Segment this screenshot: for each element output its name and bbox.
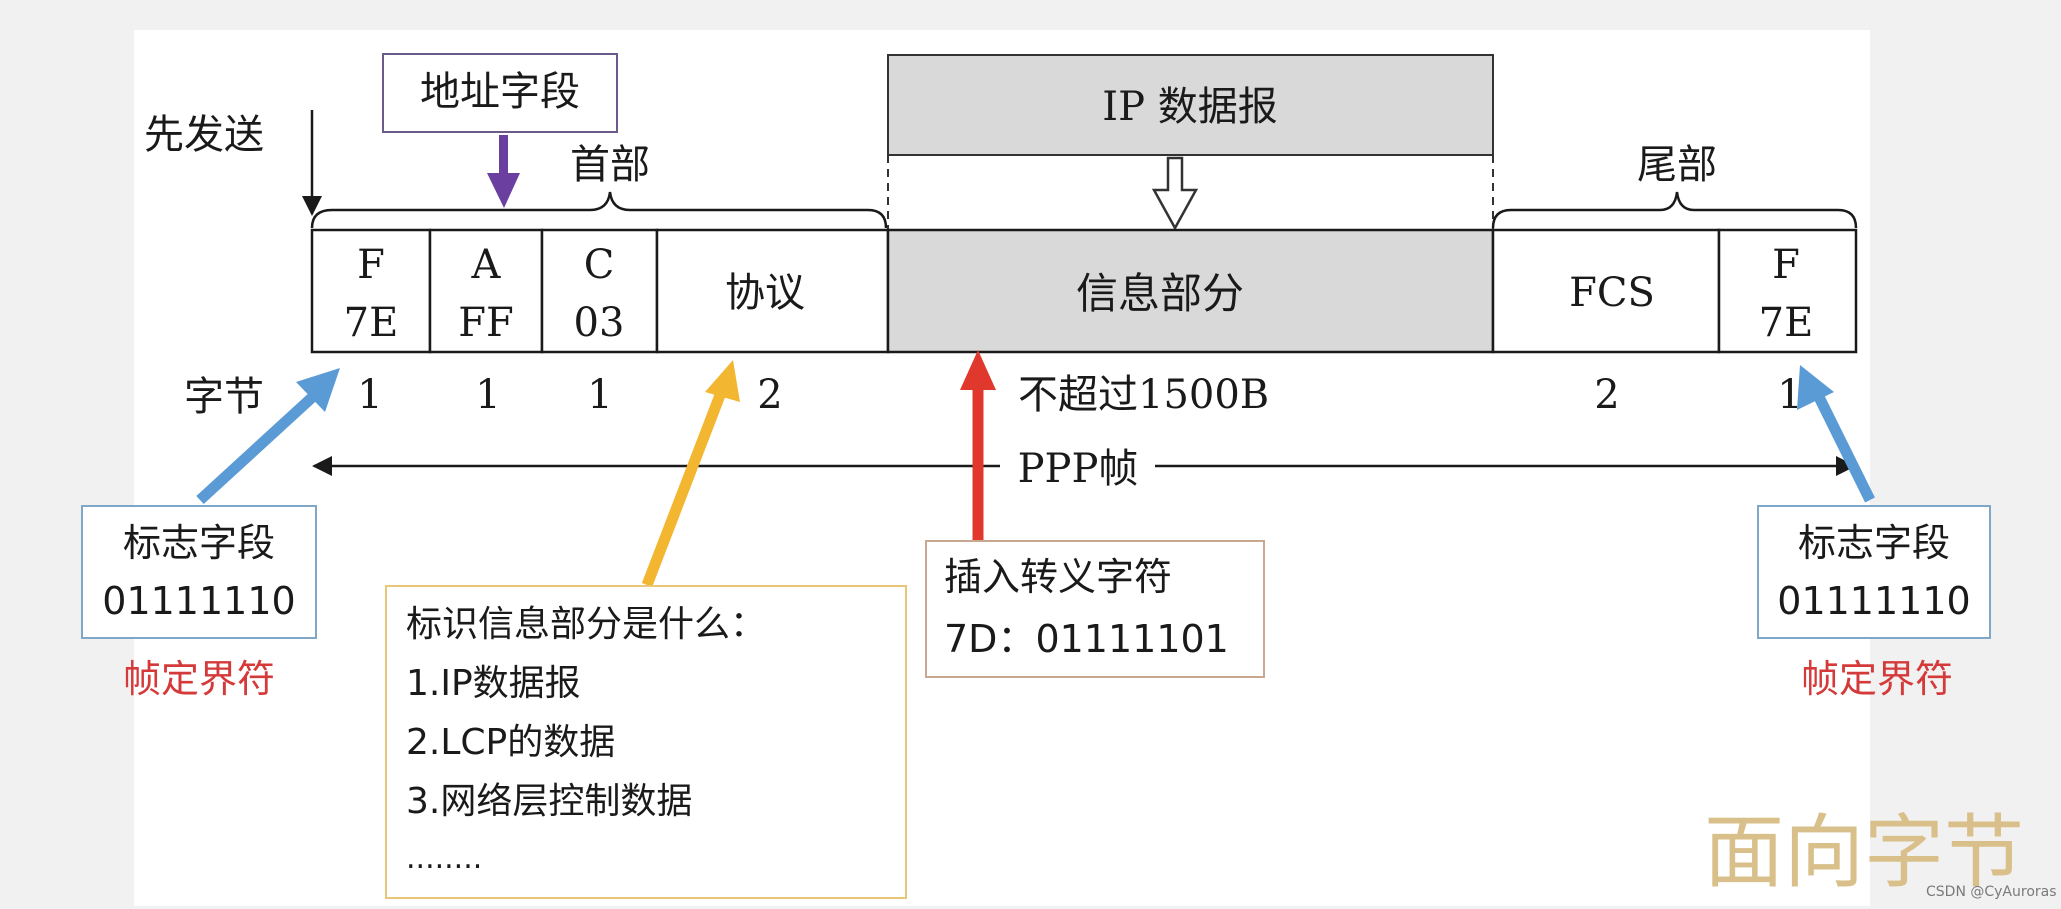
- byte-count: 不超过1500B: [1018, 372, 1269, 418]
- escape-box: [925, 540, 1265, 678]
- field-cell: [655, 228, 890, 354]
- field-cell: [428, 228, 544, 354]
- header-label: 首部: [570, 142, 650, 188]
- trailer-label: 尾部: [1637, 142, 1717, 188]
- byte-count: 1: [587, 372, 612, 418]
- flag-right-title: 标志字段: [1798, 521, 1950, 565]
- red-arrowhead-icon: [960, 350, 996, 390]
- ppp-frame-label: PPP帧: [1018, 446, 1139, 492]
- flag-left-value: 01111110: [102, 579, 295, 623]
- blue-arrow-left: [196, 387, 322, 505]
- field-address-line2: FF: [458, 300, 514, 346]
- purple-arrow-icon: [487, 135, 520, 208]
- protocol-item: ........: [406, 841, 482, 876]
- field-cell: [886, 228, 1495, 354]
- protocol-box: [385, 585, 907, 899]
- blue-arrowhead-left-icon: [296, 368, 340, 412]
- field-protocol: 协议: [725, 270, 805, 316]
- blue-arrow-right: [1813, 392, 1875, 503]
- flag-left-title: 标志字段: [123, 521, 275, 565]
- field-address-line1: A: [471, 242, 502, 288]
- frame-fields: F 7E A FF C 03 协议 信息部分 FCS F 7E: [310, 228, 1858, 354]
- byte-count: 1: [475, 372, 500, 418]
- ip-datagram-label: IP 数据报: [1102, 84, 1277, 130]
- byte-count: 1: [357, 372, 382, 418]
- field-flag-end-line2: 7E: [1759, 300, 1814, 346]
- header-brace: [310, 191, 888, 229]
- hollow-down-arrow-icon: [1151, 156, 1199, 231]
- field-flag-line2: 7E: [344, 300, 399, 346]
- protocol-item: 1.IP数据报: [406, 663, 581, 704]
- gold-arrowhead-icon: [705, 360, 740, 402]
- field-control-line2: 03: [574, 300, 625, 346]
- field-information: 信息部分: [1076, 269, 1244, 318]
- escape-box-title: 插入转义字符: [944, 555, 1172, 599]
- address-field-label: 地址字段: [420, 69, 580, 115]
- field-flag-line1: F: [357, 242, 385, 288]
- watermark-main: 面向字节: [1704, 806, 2024, 899]
- ppp-label-bg: [1004, 440, 1152, 490]
- protocol-item: 3.网络层控制数据: [406, 781, 692, 822]
- address-field-box: [382, 53, 618, 133]
- flag-right-value: 01111110: [1777, 579, 1970, 623]
- escape-box-value: 7D：01111101: [944, 617, 1229, 661]
- field-control-line1: C: [584, 242, 615, 288]
- field-cell: [310, 228, 432, 354]
- send-first-label: 先发送: [144, 112, 264, 158]
- field-fcs: FCS: [1569, 270, 1655, 316]
- ip-datagram-box: [887, 54, 1494, 156]
- protocol-box-title: 标识信息部分是什么：: [406, 604, 766, 645]
- field-cell: [1717, 228, 1858, 354]
- flag-box-right: [1757, 505, 1991, 639]
- field-cell: [1491, 228, 1721, 354]
- watermark-credit: CSDN @CyAuroras: [1926, 884, 2057, 900]
- blue-arrowhead-right-icon: [1797, 365, 1834, 410]
- trailer-brace: [1491, 191, 1858, 229]
- bytes-label: 字节: [184, 374, 264, 420]
- byte-count: 2: [757, 372, 782, 418]
- field-cell: [540, 228, 659, 354]
- byte-count: 2: [1594, 372, 1619, 418]
- flag-box-left: [81, 505, 317, 639]
- flag-left-note: 帧定界符: [123, 657, 275, 701]
- protocol-item: 2.LCP的数据: [406, 722, 615, 763]
- flag-right-note: 帧定界符: [1801, 657, 1953, 701]
- gold-arrow: [641, 388, 728, 587]
- field-flag-end-line1: F: [1772, 242, 1800, 288]
